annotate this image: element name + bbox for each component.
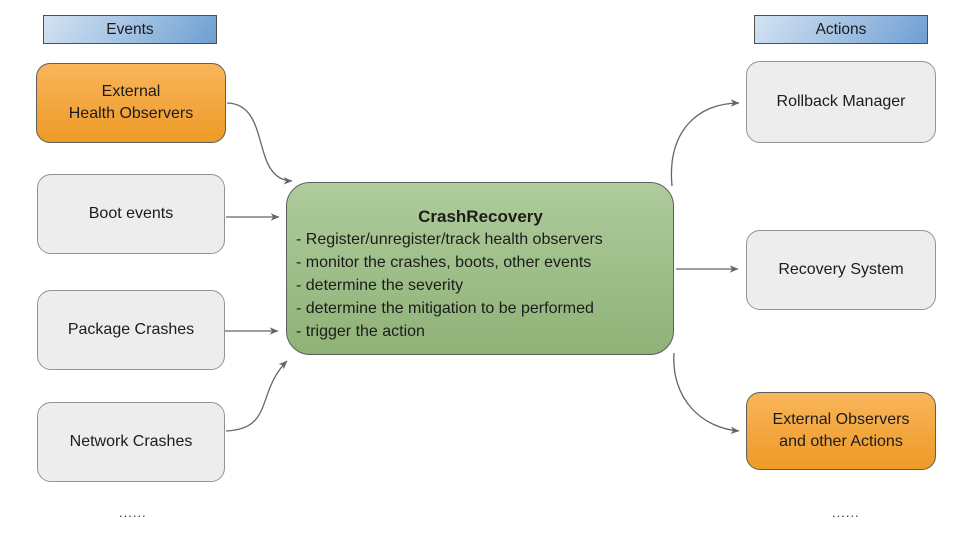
node-label: External Observers xyxy=(772,411,910,428)
crash-recovery-bullet: - Register/unregister/track health obser… xyxy=(296,231,603,248)
arrow-external-health-observers-to-center xyxy=(226,102,293,185)
actions-header: Actions xyxy=(754,15,928,44)
node-recovery-system: Recovery System xyxy=(746,230,936,310)
actions-header-label: Actions xyxy=(815,20,867,38)
node-crash-recovery: CrashRecovery - Register/unregister/trac… xyxy=(286,182,674,355)
node-label: Boot events xyxy=(88,205,174,222)
node-label: Rollback Manager xyxy=(776,93,906,110)
node-label: Recovery System xyxy=(778,261,904,278)
crash-recovery-title: CrashRecovery xyxy=(418,207,543,226)
node-boot-events: Boot events xyxy=(37,174,225,254)
crash-recovery-bullet: - monitor the crashes, boots, other even… xyxy=(296,254,592,271)
events-header: Events xyxy=(43,15,217,44)
node-label: Network Crashes xyxy=(69,433,193,450)
node-label: External xyxy=(101,83,161,100)
node-external-observers-actions: External Observers and other Actions xyxy=(746,392,936,470)
crash-recovery-bullet: - trigger the action xyxy=(296,323,425,340)
crash-recovery-bullet: - determine the mitigation to be perform… xyxy=(296,300,594,317)
ellipsis-right: ...... xyxy=(832,505,860,520)
arrow-center-to-external-observers xyxy=(673,352,740,435)
crash-recovery-bullet: - determine the severity xyxy=(296,277,464,294)
node-label: Package Crashes xyxy=(67,321,195,338)
node-label: and other Actions xyxy=(779,433,903,450)
ellipsis-left: ...... xyxy=(119,505,147,520)
node-rollback-manager: Rollback Manager xyxy=(746,61,936,143)
node-network-crashes: Network Crashes xyxy=(37,402,225,482)
events-header-label: Events xyxy=(106,20,154,38)
node-package-crashes: Package Crashes xyxy=(37,290,225,370)
node-external-health-observers: External Health Observers xyxy=(36,63,226,143)
arrow-network-crashes-to-center xyxy=(225,360,288,432)
node-label: Health Observers xyxy=(68,105,194,122)
arrow-center-to-rollback-manager xyxy=(670,99,740,187)
